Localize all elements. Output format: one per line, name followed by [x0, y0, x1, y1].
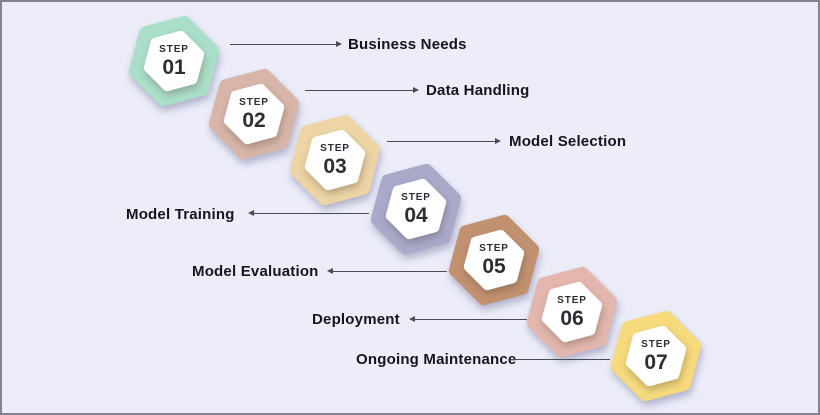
hexagon-icon	[289, 114, 381, 206]
arrowhead-icon	[413, 87, 419, 93]
hexagon-icon	[448, 214, 540, 306]
step-hexagon-07: STEP 07	[606, 306, 706, 406]
connector-line	[230, 44, 336, 45]
arrowhead-icon	[327, 268, 333, 274]
hexagon-icon	[610, 310, 702, 402]
step-label: Model Evaluation	[192, 263, 319, 280]
step-label: Model Selection	[509, 133, 627, 150]
connector-line	[510, 359, 610, 360]
step-label: Deployment	[312, 311, 400, 328]
arrowhead-icon	[495, 138, 501, 144]
step-label: Data Handling	[426, 82, 530, 99]
step-label: Ongoing Maintenance	[356, 351, 517, 368]
hexagon-icon	[526, 266, 618, 358]
arrowhead-icon	[336, 41, 342, 47]
connector-line	[387, 141, 495, 142]
hexagon-icon	[370, 163, 462, 255]
connector-line	[254, 213, 369, 214]
hexagon-icon	[128, 15, 220, 107]
connector-line	[333, 271, 447, 272]
arrowhead-icon	[248, 210, 254, 216]
step-hexagon-05: STEP 05	[444, 210, 544, 310]
connector-line	[415, 319, 527, 320]
arrowhead-icon	[409, 316, 415, 322]
step-label: Business Needs	[348, 36, 467, 53]
step-hexagon-06: STEP 06	[522, 262, 622, 362]
hexagon-icon	[208, 68, 300, 160]
step-label: Model Training	[126, 206, 235, 223]
connector-line	[305, 90, 413, 91]
